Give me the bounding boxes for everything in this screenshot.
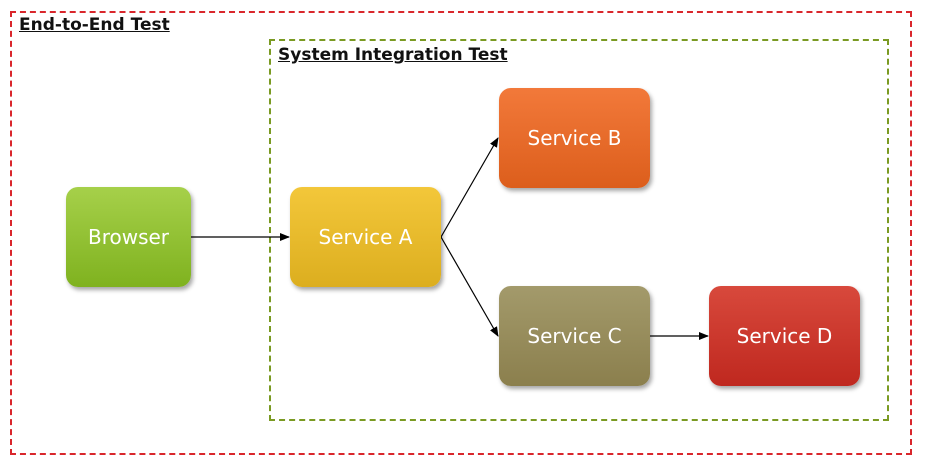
end-to-end-test-boundary <box>10 11 912 455</box>
service-b-node[interactable]: Service B <box>499 88 650 188</box>
system-integration-test-title: System Integration Test <box>278 45 508 65</box>
end-to-end-test-title: End-to-End Test <box>19 15 170 35</box>
edge-service-a-to-service-b <box>440 137 499 238</box>
browser-node[interactable]: Browser <box>66 187 191 287</box>
edge-service-a-to-service-c <box>440 236 499 337</box>
service-a-node[interactable]: Service A <box>290 187 441 287</box>
system-integration-test-boundary <box>269 39 889 421</box>
service-c-node[interactable]: Service C <box>499 286 650 386</box>
service-d-node[interactable]: Service D <box>709 286 860 386</box>
